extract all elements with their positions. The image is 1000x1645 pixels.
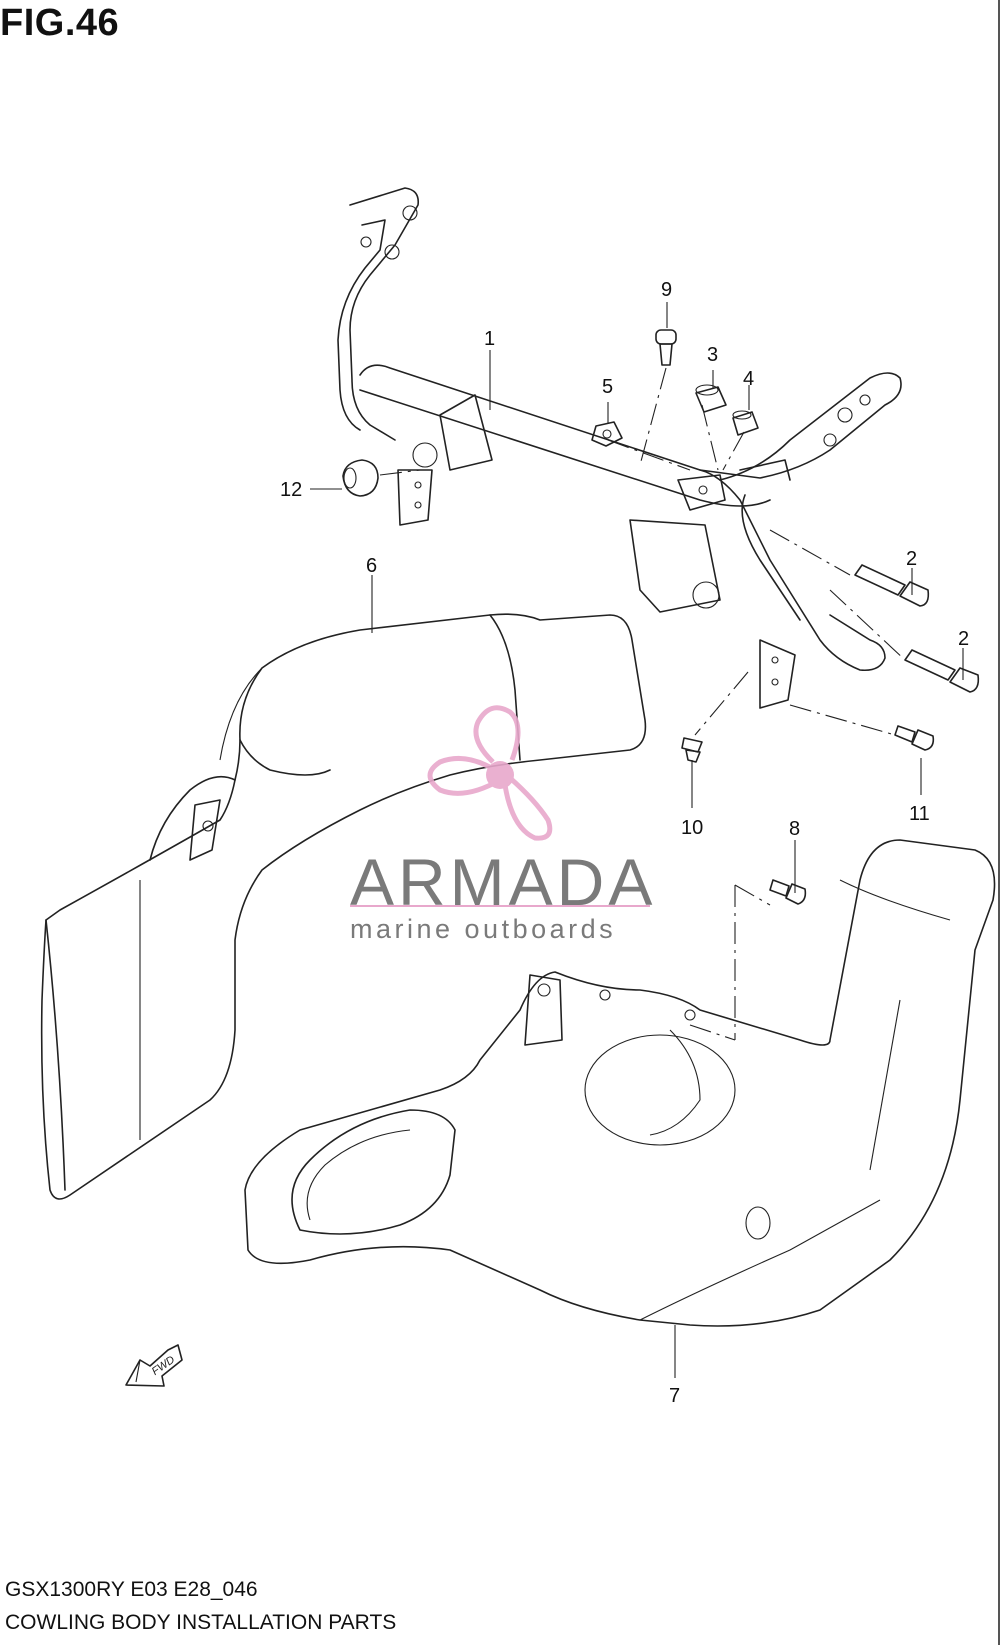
part-7-lower-duct [244,839,996,1327]
part-2-bolt-lower [904,649,980,693]
hardware-parts [342,329,980,905]
part-3-collar [695,384,727,413]
callout-3: 3 [707,344,718,366]
part-9-screw [655,329,677,366]
part-12-grommet [342,459,379,497]
propeller-icon [427,705,553,841]
part-1-cowling-bracket [337,187,902,709]
callout-9: 9 [661,279,672,301]
callout-8: 8 [789,818,800,840]
callout-leaders [310,302,964,1378]
figure-title: FIG.46 [0,2,120,44]
part-2-bolt-upper [854,564,930,607]
watermark-name: ARMADA [350,845,656,919]
callout-6: 6 [366,555,377,577]
part-11-screw [894,725,935,751]
callout-4: 4 [743,368,754,390]
callout-2-upper: 2 [906,548,917,570]
diagram-caption: COWLING BODY INSTALLATION PARTS [5,1611,397,1634]
callout-5: 5 [602,376,613,398]
forward-direction-arrow: FWD [125,1344,183,1387]
callout-2-lower: 2 [958,628,969,650]
callout-11: 11 [909,803,930,825]
part-6-left-air-duct [40,613,647,1200]
callout-7: 7 [669,1385,680,1407]
part-10-clip [681,737,703,763]
assembly-centerlines [379,367,906,1041]
callout-numbers: 1 9 3 4 5 12 6 2 2 11 10 8 7 [280,279,969,1407]
model-code: GSX1300RY E03 E28_046 [5,1578,258,1601]
watermark-tagline: marine outboards [350,914,616,944]
callout-10: 10 [681,817,703,839]
armada-logo: ARMADA marine outboards [350,705,656,944]
part-4-spacer [732,410,759,436]
callout-1: 1 [484,328,495,350]
page-border [998,0,1000,1645]
callout-12: 12 [280,479,302,501]
part-8-screw [769,879,807,905]
